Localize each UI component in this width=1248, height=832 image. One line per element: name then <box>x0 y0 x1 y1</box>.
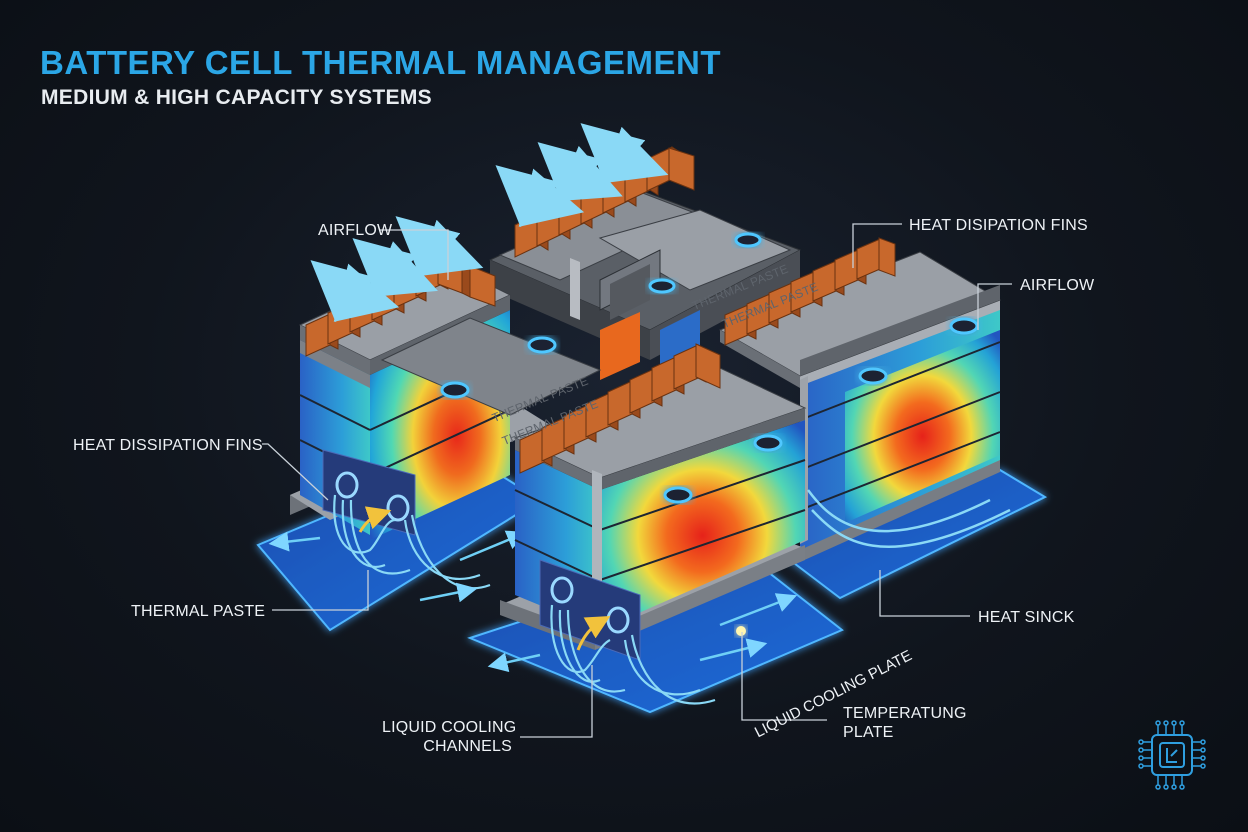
label-temp-plate-line1: TEMPERATUNG <box>843 705 967 722</box>
battery-module-right <box>718 237 1048 600</box>
label-heat-fins-left: HEAT DISSIPATION FINS <box>73 437 263 454</box>
airflow-arrow-icon <box>495 123 669 228</box>
label-airflow-left: AIRFLOW <box>318 222 393 239</box>
label-liquid-cooling-channels: LIQUID COOLING CHANNELS <box>382 718 517 756</box>
airflow-arrow-icon <box>310 216 484 323</box>
label-heat-sink: HEAT SINCK <box>978 609 1075 626</box>
chip-logo-icon <box>1138 720 1206 790</box>
label-temperature-plate: TEMPERATUNG PLATE <box>843 704 967 742</box>
page-subtitle: MEDIUM & HIGH CAPACITY SYSTEMS <box>41 86 432 109</box>
label-airflow-right: AIRFLOW <box>1020 277 1095 294</box>
label-temp-plate-line2: PLATE <box>843 724 894 741</box>
leader-lines <box>262 223 1012 738</box>
label-heat-fins-right: HEAT DISIPATION FINS <box>909 217 1088 234</box>
label-liquid-channels-line2: CHANNELS <box>423 738 512 755</box>
battery-module-front <box>467 343 844 714</box>
page-title: BATTERY CELL THERMAL MANAGEMENT <box>40 44 721 81</box>
label-thermal-paste: THERMAL PASTE <box>131 603 266 620</box>
label-liquid-channels-line1: LIQUID COOLING <box>382 719 517 736</box>
